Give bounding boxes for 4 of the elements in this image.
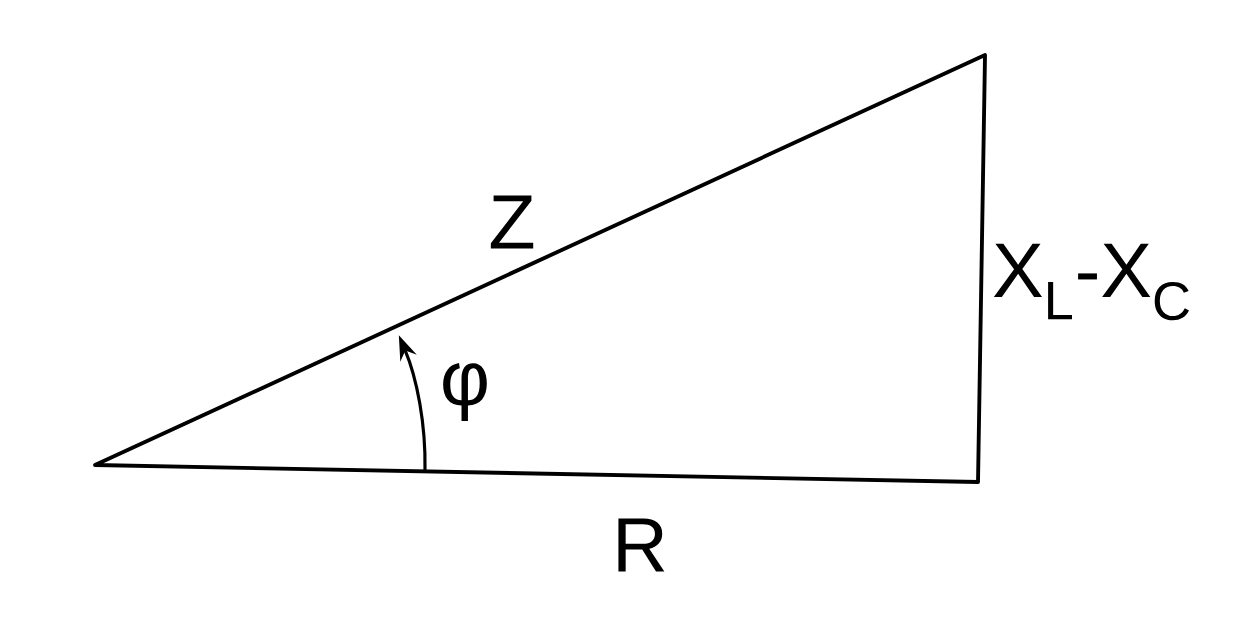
angle-label: φ	[443, 363, 487, 421]
side-label: X$_{L}$-X$_{C}$	[993, 243, 1189, 321]
side-label: Z	[490, 195, 534, 249]
side-label: R	[618, 518, 665, 572]
